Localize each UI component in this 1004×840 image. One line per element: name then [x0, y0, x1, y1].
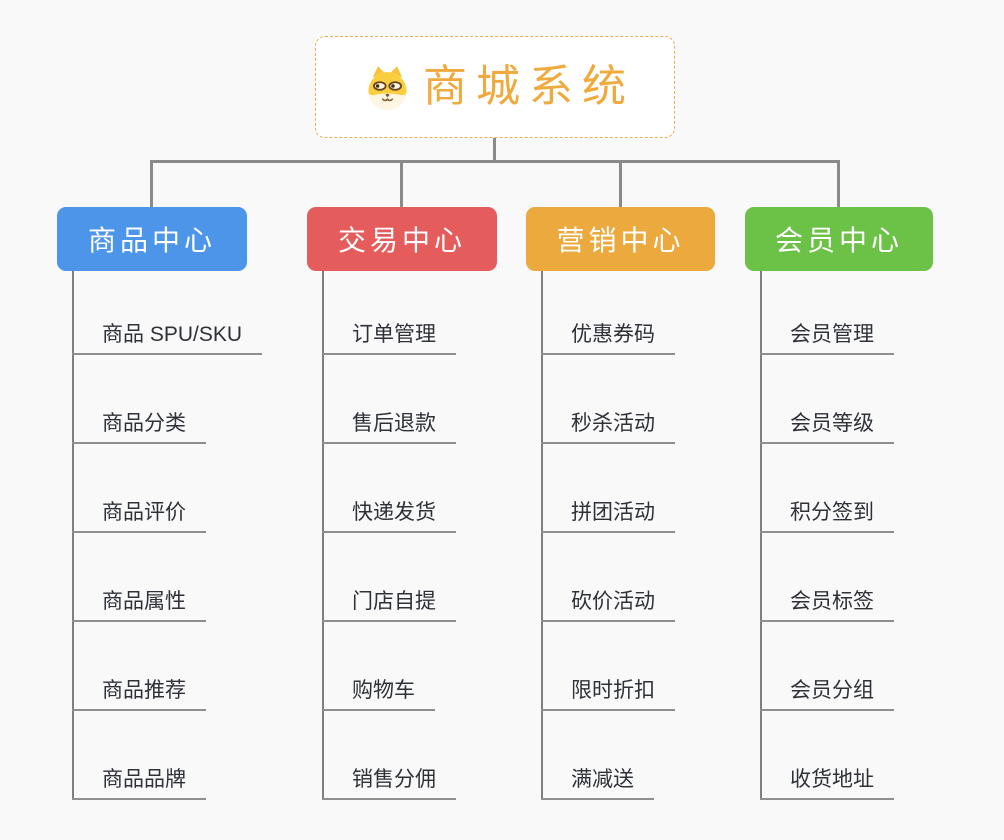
leaf-item[interactable]: 满减送 — [541, 766, 654, 800]
leaf-item[interactable]: 砍价活动 — [541, 588, 675, 622]
leaf-item[interactable]: 会员分组 — [760, 677, 894, 711]
leaf-item[interactable]: 拼团活动 — [541, 499, 675, 533]
connector-drop-member — [837, 160, 840, 207]
leaf-item[interactable]: 商品推荐 — [72, 677, 206, 711]
branch-marketing-center: 营销中心 优惠券码 秒杀活动 拼团活动 砍价活动 限时折扣 满减送 — [526, 207, 786, 800]
leaf-item[interactable]: 会员管理 — [760, 321, 894, 355]
leaf-item[interactable]: 会员标签 — [760, 588, 894, 622]
leaf-item[interactable]: 商品 SPU/SKU — [72, 321, 263, 355]
root-title: 商城系统 — [423, 62, 635, 111]
leaf-item[interactable]: 门店自提 — [322, 588, 456, 622]
leaf-item[interactable]: 购物车 — [322, 677, 435, 711]
leaf-item[interactable]: 订单管理 — [322, 321, 456, 355]
branch-vline — [322, 271, 324, 800]
connector-root-drop — [493, 138, 496, 163]
branch-product-center: 商品中心 商品 SPU/SKU 商品分类 商品评价 商品属性 商品推荐 商品品牌 — [57, 207, 317, 800]
leaf-item[interactable]: 商品分类 — [72, 410, 206, 444]
branch-node-product-center[interactable]: 商品中心 — [57, 207, 247, 271]
connector-drop-marketing — [619, 160, 622, 207]
branch-vline — [760, 271, 762, 800]
leaf-item[interactable]: 收货地址 — [760, 766, 894, 800]
shiba-dog-icon — [368, 65, 407, 110]
leaf-item[interactable]: 优惠券码 — [541, 321, 675, 355]
connector-drop-product — [150, 160, 153, 207]
leaf-item[interactable]: 销售分佣 — [322, 766, 456, 800]
branch-vline — [541, 271, 543, 800]
connector-rail — [150, 160, 840, 163]
leaf-item[interactable]: 快递发货 — [322, 499, 456, 533]
leaf-item[interactable]: 商品品牌 — [72, 766, 206, 800]
leaf-item[interactable]: 秒杀活动 — [541, 410, 675, 444]
branch-member-center: 会员中心 会员管理 会员等级 积分签到 会员标签 会员分组 收货地址 — [745, 207, 1004, 800]
leaf-item[interactable]: 会员等级 — [760, 410, 894, 444]
connector-drop-trade — [400, 160, 403, 207]
branch-vline — [72, 271, 74, 800]
branch-trade-center: 交易中心 订单管理 售后退款 快递发货 门店自提 购物车 销售分佣 — [307, 207, 567, 800]
branch-node-trade-center[interactable]: 交易中心 — [307, 207, 497, 271]
leaf-item[interactable]: 商品属性 — [72, 588, 206, 622]
leaf-item[interactable]: 限时折扣 — [541, 677, 675, 711]
leaf-item[interactable]: 商品评价 — [72, 499, 206, 533]
branch-node-marketing-center[interactable]: 营销中心 — [526, 207, 715, 271]
root-node[interactable]: 商城系统 — [315, 36, 675, 138]
leaf-item[interactable]: 积分签到 — [760, 499, 894, 533]
leaf-item[interactable]: 售后退款 — [322, 410, 456, 444]
branch-node-member-center[interactable]: 会员中心 — [745, 207, 933, 271]
